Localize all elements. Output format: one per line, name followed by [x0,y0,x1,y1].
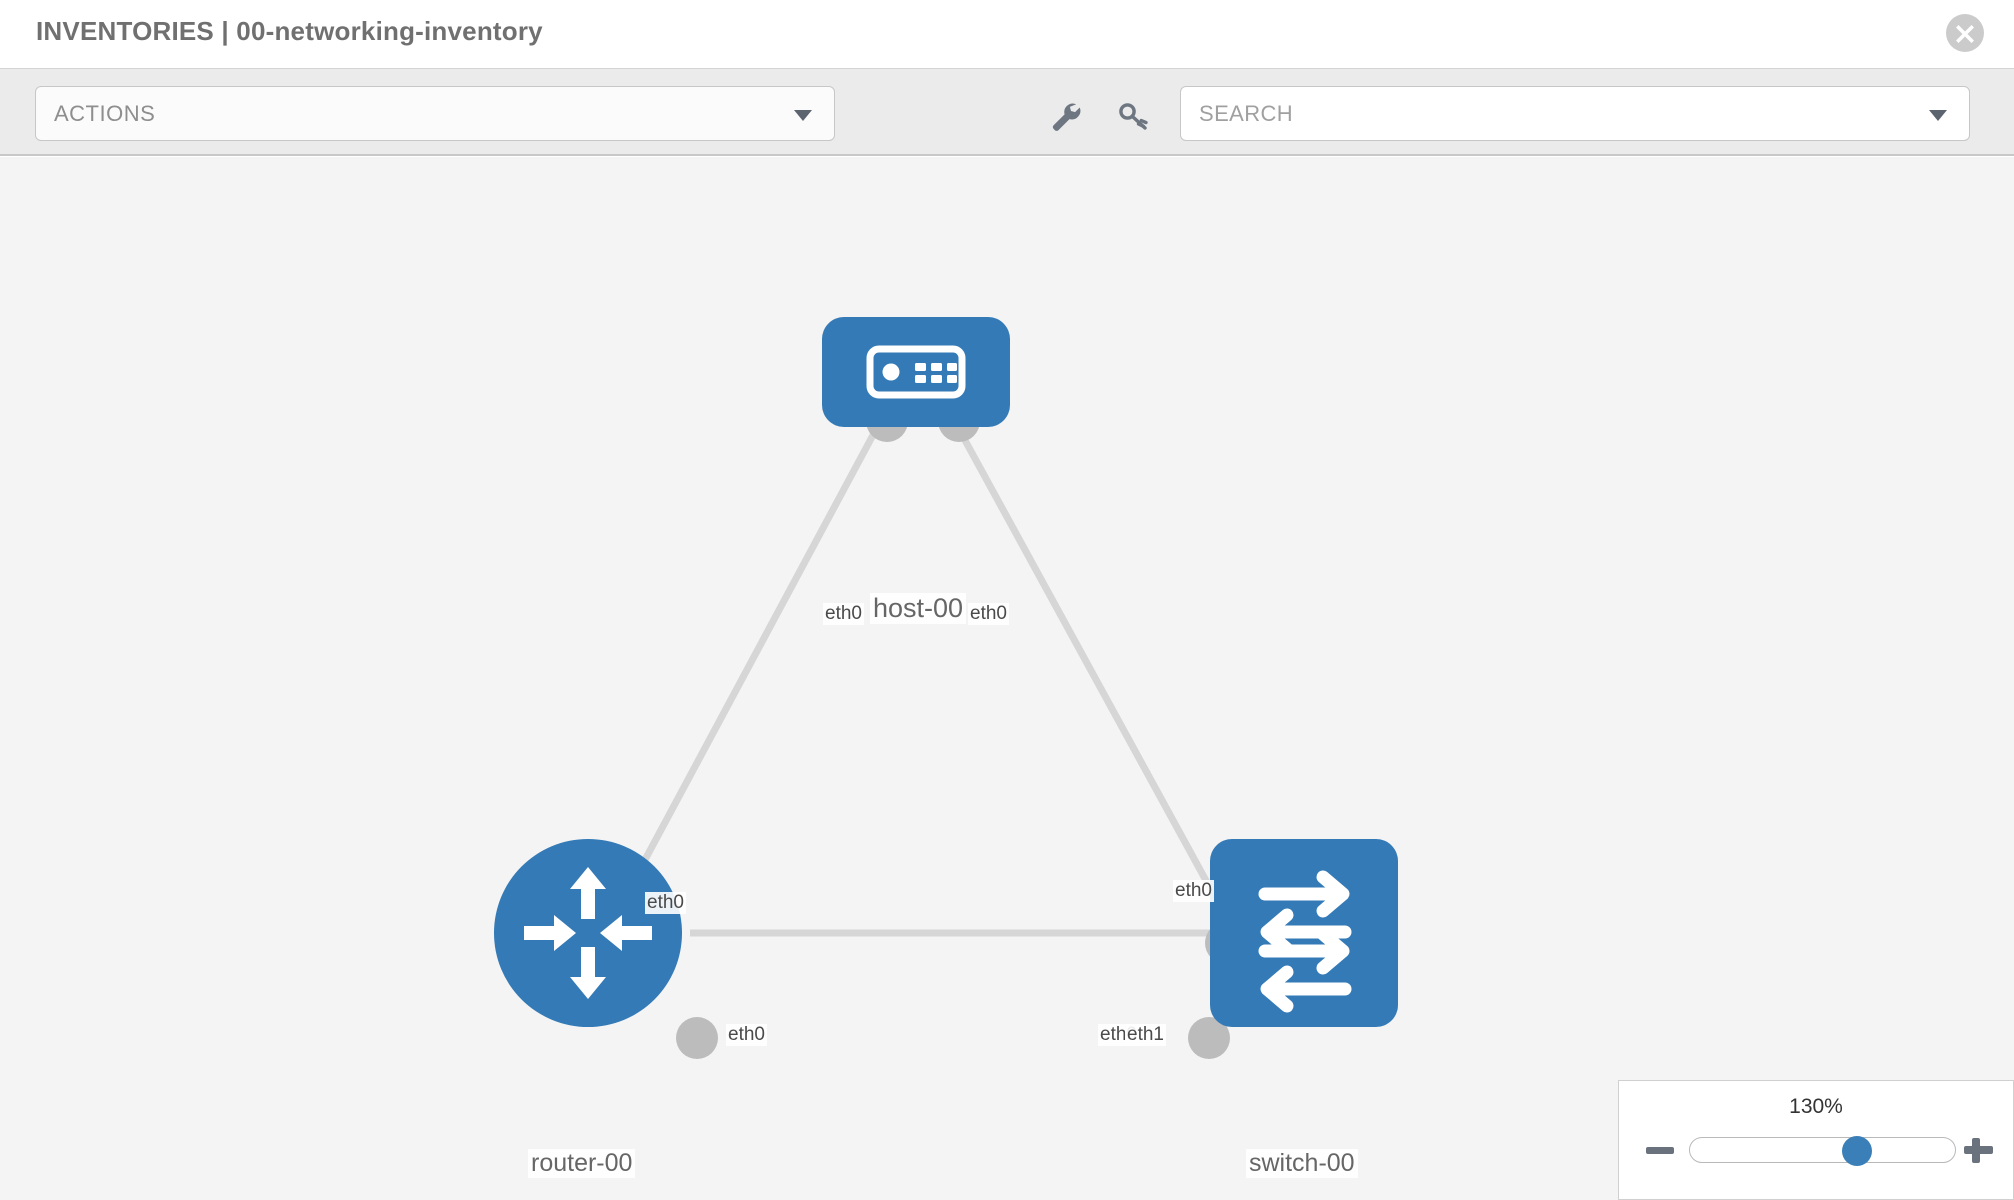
chevron-down-icon[interactable] [1929,110,1947,121]
edge-label-router-to-switch: eth0 [726,1024,767,1046]
node-switch-00-label: switch-00 [1246,1149,1358,1178]
node-switch-00-shape[interactable] [1210,839,1398,1027]
zoom-slider-thumb[interactable] [1842,1136,1872,1166]
actions-dropdown[interactable]: ACTIONS [35,86,835,141]
page-title: INVENTORIES | 00-networking-inventory [36,16,543,46]
node-router-00-shape[interactable] [494,839,682,1027]
topology-canvas[interactable]: host-00 router-00 [0,157,2014,1200]
minus-icon[interactable] [1643,1133,1677,1167]
search-placeholder: SEARCH [1199,101,1294,126]
edge-host-router [621,420,884,899]
edge-label-host-to-switch: eth0 [968,603,1009,625]
node-router-00-label: router-00 [528,1149,636,1178]
node-host-00-label: host-00 [870,593,967,624]
edge-label-switch-to-router: eth1 [1125,1024,1166,1046]
zoom-control-panel: 130% [1618,1080,2014,1200]
search-input[interactable]: SEARCH [1180,86,1970,141]
socket-router-right [676,1017,718,1059]
close-icon[interactable] [1946,14,1984,52]
edge-label-host-to-router: eth0 [823,603,864,625]
switch-arrows-icon [1258,870,1352,1013]
zoom-slider[interactable] [1689,1136,1956,1166]
actions-dropdown-label: ACTIONS [54,101,156,126]
server-device-icon [866,345,966,399]
chevron-down-icon [794,110,812,121]
node-host-00-shape[interactable] [822,317,1010,427]
edge-host-switch [951,420,1219,899]
zoom-level-value: 130% [1789,1095,1843,1118]
edge-label-switch-to-host: eth0 [1173,880,1214,902]
edge-label-router-to-host: eth0 [645,892,686,914]
router-arrows-icon [524,867,652,999]
topology-edges [621,420,1219,937]
plus-icon[interactable] [1961,1133,1995,1167]
toolbar: ACTIONS SEARCH [0,68,2014,156]
key-icon[interactable] [1114,97,1152,135]
page-header: INVENTORIES | 00-networking-inventory [0,0,2014,68]
wrench-icon[interactable] [1046,97,1084,135]
